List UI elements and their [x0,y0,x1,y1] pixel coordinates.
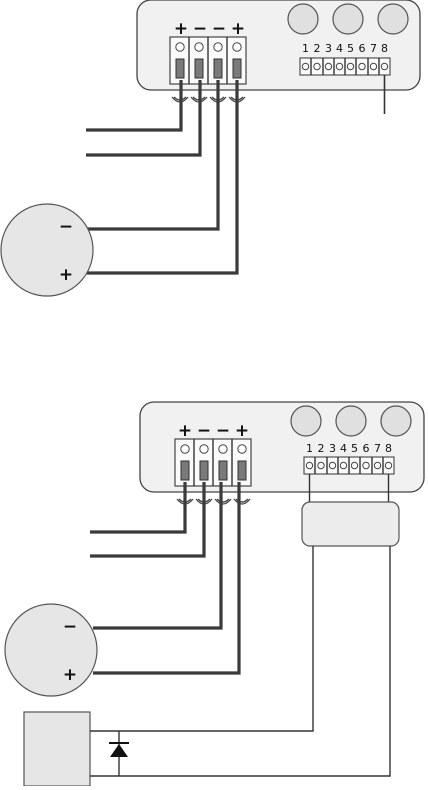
siren-sign: + [59,265,73,285]
signal-terminal-strip [304,457,394,474]
diode-icon [109,743,129,757]
power-wires [90,482,239,673]
terminal-sign: − [216,421,230,441]
terminal-number: 5 [351,442,358,455]
terminal-number: 1 [306,442,313,455]
terminal-number: 4 [340,442,347,455]
relay-module [302,502,399,546]
terminal-number: 8 [381,42,388,55]
terminal-sign: + [174,19,188,39]
siren [1,204,93,296]
terminal-number: 3 [329,442,336,455]
power-wires [86,80,237,273]
siren-sign: − [63,617,77,637]
cable-glands [172,97,245,102]
signal-terminal-strip [300,58,390,75]
terminal-number: 7 [370,42,377,55]
terminal-sign: + [178,421,192,441]
terminal-number: 5 [347,42,354,55]
terminal-number: 7 [374,442,381,455]
power-terminal-block [175,439,251,486]
siren [5,604,97,696]
diagram-bottom: + − − + 1 2 3 4 5 6 7 8 [5,402,424,786]
control-button [378,4,408,34]
terminal-number: 4 [336,42,343,55]
terminal-number: 3 [325,42,332,55]
terminal-sign: + [231,19,245,39]
terminal-number: 2 [314,42,321,55]
terminal-sign: − [193,19,207,39]
terminal-number: 2 [318,442,325,455]
control-button [381,406,411,436]
control-button [288,4,318,34]
siren-sign: + [63,665,77,685]
control-button [333,4,363,34]
power-terminal-block [170,37,246,84]
terminal-sign: − [212,19,226,39]
control-button [291,406,321,436]
siren-sign: − [59,217,73,237]
control-button [336,406,366,436]
terminal-number: 1 [302,42,309,55]
terminal-sign: + [235,421,249,441]
terminal-sign: − [197,421,211,441]
terminal-number: 8 [385,442,392,455]
terminal-number: 6 [359,42,366,55]
diagram-top: + − − + 1 2 3 4 5 6 7 8 [1,0,420,296]
external-device [24,712,90,786]
terminal-number: 6 [363,442,370,455]
